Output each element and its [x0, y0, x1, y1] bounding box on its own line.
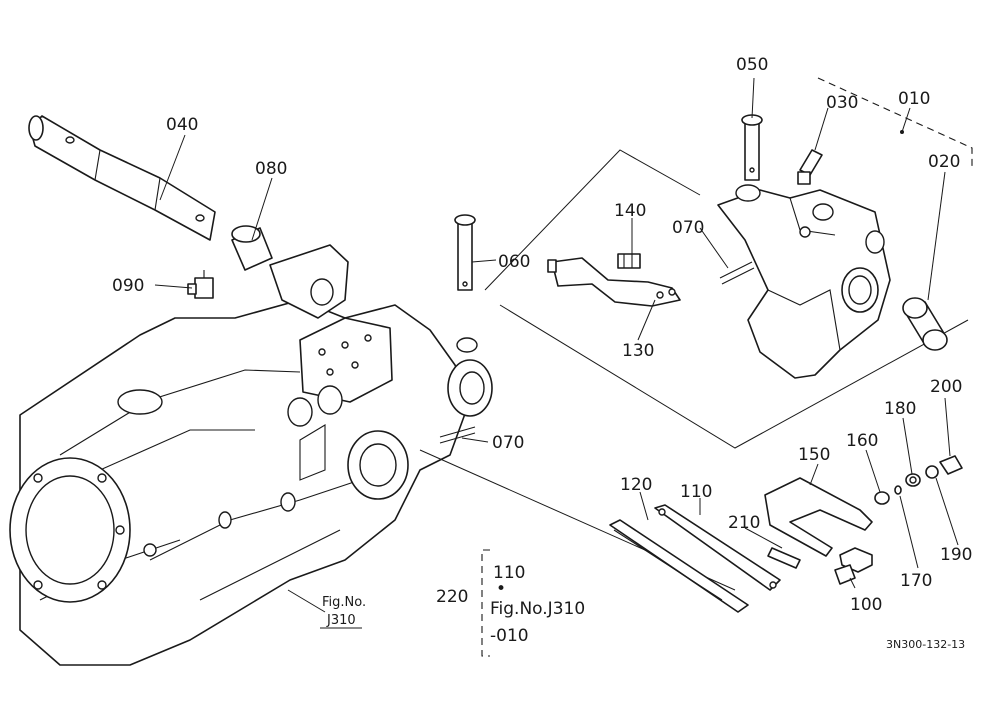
- part-150-bracket: [764, 477, 873, 557]
- part-010-bracket: [717, 130, 904, 379]
- callout-040: 040: [166, 115, 198, 135]
- callout-020: 020: [928, 152, 960, 172]
- group-note-line3: -010: [490, 626, 529, 646]
- callout-labels: 010 020 030 040 050 060 070 070 080 090 …: [112, 55, 972, 615]
- callout-060: 060: [498, 252, 530, 272]
- part-070-split-pin-lower: [439, 426, 476, 444]
- part-060-pin: [454, 214, 476, 291]
- callout-080: 080: [255, 159, 287, 179]
- callout-210: 210: [728, 513, 760, 533]
- callout-180: 180: [884, 399, 916, 419]
- group-note-bullet: •: [496, 579, 506, 599]
- callout-100: 100: [850, 595, 882, 615]
- callout-190: 190: [940, 545, 972, 565]
- part-020-bushing: [902, 297, 948, 351]
- figure-reference: Fig.No. J310: [320, 595, 366, 629]
- callout-160: 160: [846, 431, 878, 451]
- part-040-shaft: [28, 115, 216, 241]
- callout-050: 050: [736, 55, 768, 75]
- part-160-collar: [874, 491, 890, 505]
- callout-220: 220: [436, 587, 468, 607]
- part-130-arm: [547, 257, 681, 307]
- callout-110: 110: [680, 482, 712, 502]
- fig-ref-line2: J310: [326, 613, 356, 628]
- callout-070-upper: 070: [672, 218, 704, 238]
- part-120-plate: [609, 519, 749, 613]
- callout-130: 130: [622, 341, 654, 361]
- part-070-split-pin-upper: [719, 261, 755, 285]
- part-030-grease-nipple: [797, 149, 823, 185]
- part-190-nut: [925, 465, 939, 479]
- part-090-fitting: [187, 270, 214, 299]
- part-080-bushing: [231, 225, 273, 271]
- part-210-stud: [767, 547, 801, 569]
- part-200-cap: [939, 455, 963, 475]
- callout-010: 010: [898, 89, 930, 109]
- part-180-washer: [905, 473, 921, 487]
- callout-070-lower: 070: [492, 433, 524, 453]
- callout-150: 150: [798, 445, 830, 465]
- callout-090: 090: [112, 276, 144, 296]
- part-100-bolt: [834, 547, 873, 585]
- callout-200: 200: [930, 377, 962, 397]
- part-110-plate: [654, 504, 781, 591]
- group-note-line2: Fig.No.J310: [490, 599, 585, 619]
- group-note-line1: 110: [493, 563, 525, 583]
- fig-ref-line1: Fig.No.: [322, 595, 366, 610]
- callout-140: 140: [614, 201, 646, 221]
- callout-170: 170: [900, 571, 932, 591]
- part-170-washer: [894, 485, 902, 495]
- group-bracket: [481, 549, 490, 657]
- assembly-outline: [419, 77, 973, 591]
- group-note-220: 220 110 • Fig.No.J310 -010: [436, 563, 585, 646]
- callout-120: 120: [620, 475, 652, 495]
- transmission-housing: [9, 244, 493, 666]
- callout-030: 030: [826, 93, 858, 113]
- part-050-pin: [741, 114, 763, 181]
- leader-lines: [154, 77, 959, 613]
- part-140-bolt: [617, 253, 641, 269]
- drawing-code: 3N300-132-13: [886, 638, 965, 651]
